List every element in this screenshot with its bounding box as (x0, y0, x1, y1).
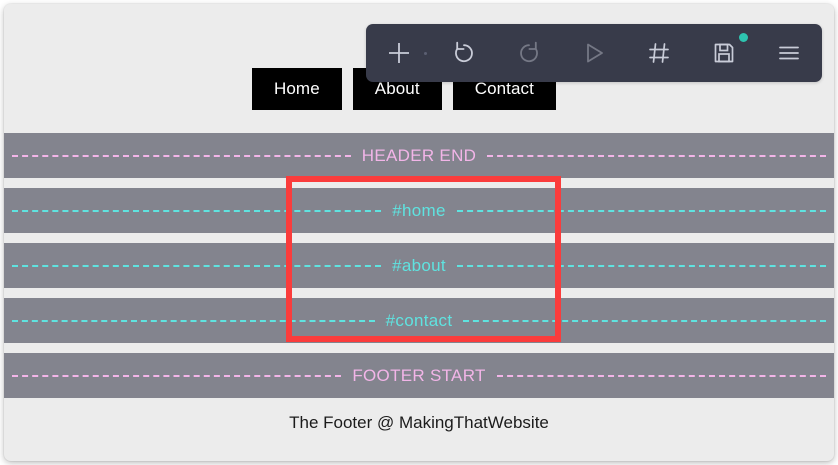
band-footer-start: FOOTER START (4, 353, 834, 398)
band-label-home: #home (392, 200, 446, 220)
dash-line-right (463, 319, 827, 322)
dash-line-left (12, 319, 375, 322)
nav-item-home[interactable]: Home (252, 68, 342, 110)
dash-line-right (456, 264, 827, 267)
site-navigation: Home About Contact (252, 68, 556, 110)
dash-line-right (487, 154, 826, 157)
editor-toolbar (366, 24, 822, 82)
band-header-end: HEADER END (4, 133, 834, 178)
dash-line-left (12, 374, 342, 377)
undo-icon[interactable] (431, 24, 496, 82)
dash-line-left (12, 209, 382, 212)
band-label-about: #about (392, 255, 446, 275)
grid-icon[interactable] (627, 24, 692, 82)
unsaved-changes-dot-icon (738, 33, 748, 42)
band-contact: #contact (4, 298, 834, 343)
redo-icon[interactable] (496, 24, 561, 82)
band-home: #home (4, 188, 834, 233)
dash-line-left (12, 154, 351, 157)
play-icon[interactable] (561, 24, 626, 82)
band-about: #about (4, 243, 834, 288)
dash-line-right (456, 209, 827, 212)
dash-line-left (12, 264, 382, 267)
band-label-header-end: HEADER END (361, 145, 477, 165)
dash-line-right (496, 374, 826, 377)
page-card: Home About Contact HEADER END #home #abo… (4, 4, 834, 461)
menu-icon[interactable] (757, 24, 822, 82)
band-label-contact: #contact (385, 310, 453, 330)
footer-text: The Footer @ MakingThatWebsite (289, 413, 549, 432)
save-icon[interactable] (692, 24, 757, 82)
band-label-footer-start: FOOTER START (352, 365, 486, 385)
separator-dot-icon (424, 52, 428, 55)
add-icon[interactable] (366, 24, 431, 82)
